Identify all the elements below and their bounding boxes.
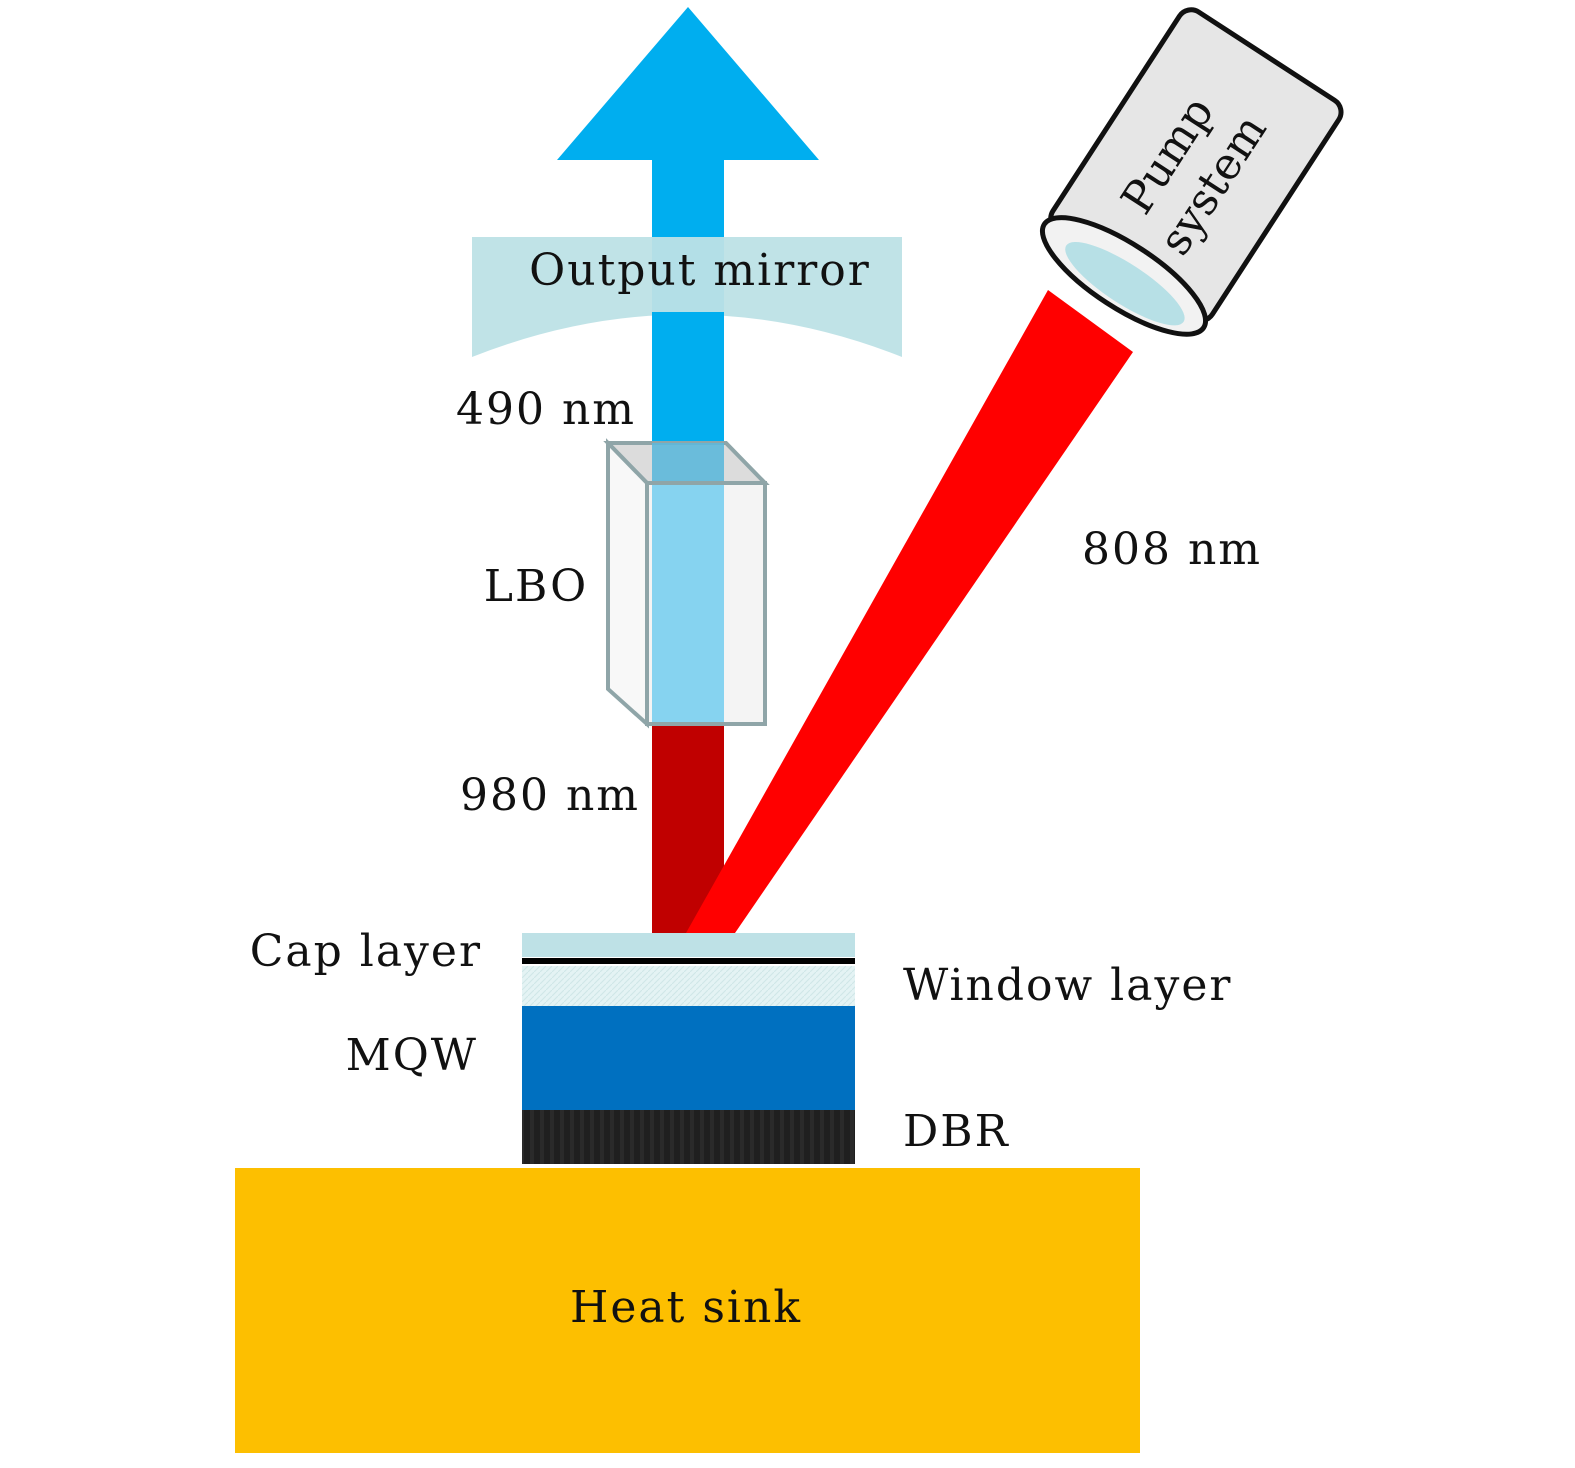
separator-line bbox=[522, 958, 855, 964]
pump-wavelength-label: 808 nm bbox=[1082, 524, 1262, 575]
window-layer-label: Window layer bbox=[903, 960, 1232, 1011]
mqw-layer bbox=[522, 1006, 855, 1110]
lbo-label: LBO bbox=[484, 561, 588, 612]
fundamental-wavelength-label: 980 nm bbox=[460, 770, 640, 821]
output-mirror-label: Output mirror bbox=[529, 245, 871, 296]
pump-lens bbox=[1065, 242, 1185, 326]
output-mirror bbox=[472, 237, 902, 357]
output-arrow-head bbox=[557, 7, 819, 160]
blue-beam-over-mirror bbox=[652, 312, 724, 452]
heat-sink bbox=[235, 1168, 1140, 1453]
heat-sink-label: Heat sink bbox=[570, 1282, 802, 1333]
blue-wavelength-label: 490 nm bbox=[456, 384, 636, 435]
pump-beam bbox=[686, 290, 1133, 933]
lbo-crystal bbox=[603, 438, 770, 729]
pump-system bbox=[1039, 7, 1344, 337]
dbr-layer bbox=[522, 1110, 855, 1164]
window-layer bbox=[522, 966, 855, 1006]
cap-layer bbox=[522, 933, 855, 957]
mqw-label: MQW bbox=[346, 1030, 478, 1081]
dbr-label: DBR bbox=[903, 1106, 1010, 1157]
cap-layer-label: Cap layer bbox=[250, 926, 482, 977]
